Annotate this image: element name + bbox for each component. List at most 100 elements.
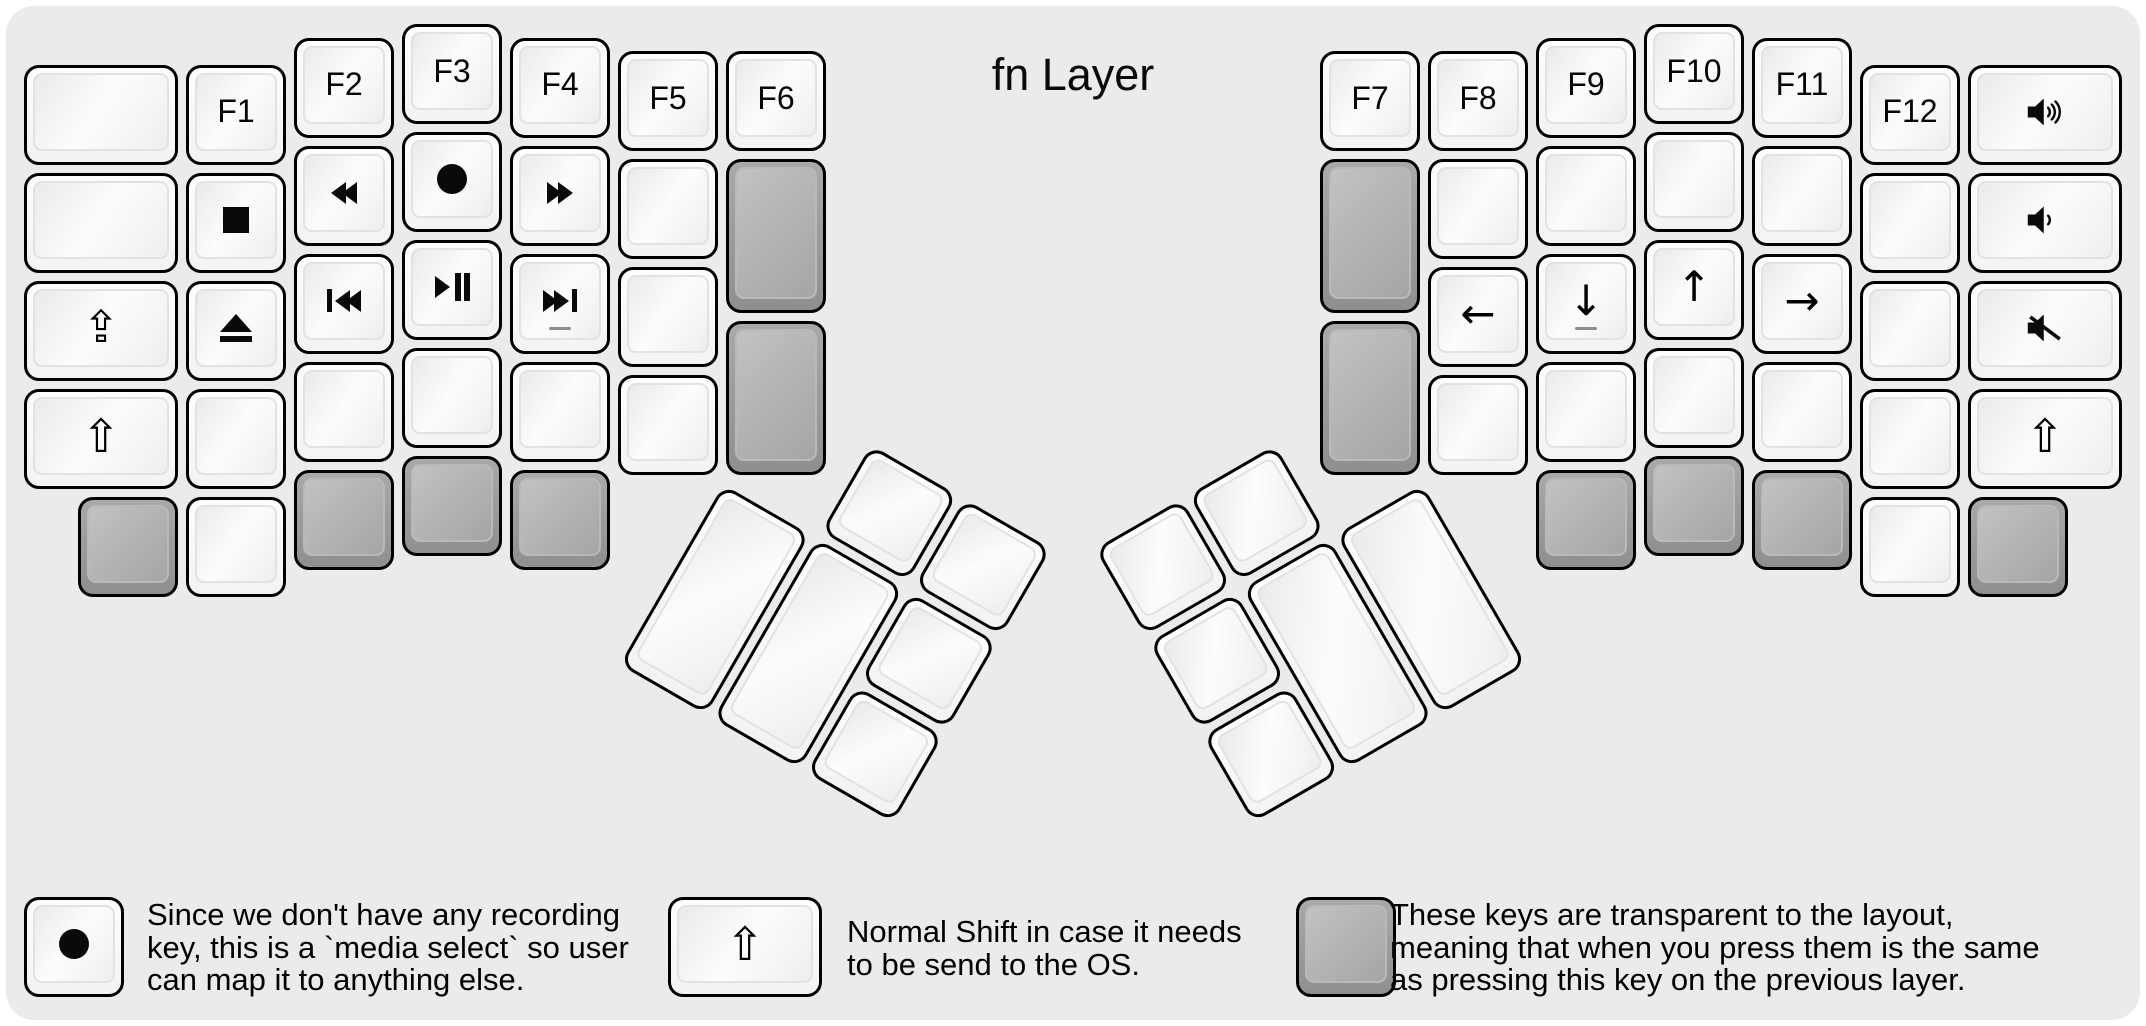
keycap-surface: → [1761, 261, 1843, 340]
keycap-surface: ⇪ [33, 288, 169, 367]
keycap-surface [195, 504, 277, 583]
keycap-surface [627, 167, 709, 245]
key-blank-13 [1536, 145, 1636, 246]
key-f3: F3 [402, 24, 502, 124]
keycap-surface: F7 [1329, 59, 1411, 137]
keycap-surface: F5 [627, 59, 709, 137]
keycap-surface [1545, 153, 1627, 232]
key-label: F10 [1666, 52, 1722, 89]
homing-bar [549, 326, 571, 330]
key-f5: F5 [618, 51, 718, 151]
key-blank-6 [510, 361, 610, 462]
key-f12: F12 [1860, 64, 1960, 165]
key-blank-1 [24, 64, 178, 165]
key-shift-left: ⇧ [24, 388, 178, 489]
shift-icon: ⇧ [725, 917, 765, 971]
keycap-surface [195, 288, 277, 367]
keycap-surface [87, 504, 169, 583]
keycap-surface [1305, 905, 1387, 983]
key-arrow-up: ↑ [1644, 240, 1744, 340]
keycap-surface [411, 140, 493, 218]
keycap-surface: F12 [1869, 72, 1951, 151]
key-transparent-9 [1536, 469, 1636, 570]
keycap-surface [519, 153, 601, 232]
next-track-icon [543, 289, 577, 312]
key-blank-16 [1644, 348, 1744, 448]
keycap-surface: F8 [1437, 59, 1519, 137]
key-label: F7 [1351, 79, 1389, 116]
keycap-surface [1869, 396, 1951, 475]
eject-icon [220, 313, 252, 342]
key-arrow-left: ← [1428, 267, 1528, 367]
key-blank-22 [1860, 496, 1960, 597]
key-label: F1 [217, 93, 255, 129]
keycap-surface [1977, 288, 2113, 367]
key-label: F12 [1882, 93, 1938, 129]
keycap-surface [1977, 72, 2113, 151]
key-stop [186, 172, 286, 273]
key-next-track [510, 253, 610, 354]
key-blank-18 [1752, 361, 1852, 462]
keycap-surface: F6 [735, 59, 817, 137]
key-f9: F9 [1536, 37, 1636, 138]
key-volume-down [1968, 172, 2122, 273]
key-transparent-12 [1968, 496, 2068, 597]
keycap-surface [1977, 504, 2059, 583]
key-legend-shift: ⇧ [668, 897, 822, 997]
key-volume-up [1968, 64, 2122, 165]
keycap-surface [195, 396, 277, 475]
key-f6: F6 [726, 51, 826, 151]
keycap-surface [627, 275, 709, 353]
key-label: F11 [1775, 66, 1829, 102]
keycap-surface [627, 383, 709, 461]
keycap-surface [1437, 167, 1519, 245]
keycap-surface [33, 180, 169, 259]
key-label: F8 [1459, 79, 1497, 116]
keycap-surface [1653, 356, 1735, 434]
key-blank-9 [618, 375, 718, 475]
legend-line: Since we don't have any recording [147, 897, 620, 932]
key-blank-7 [618, 159, 718, 259]
volume-down-icon [2024, 204, 2066, 236]
key-blank-2 [24, 172, 178, 273]
key-caps-lock: ⇪ [24, 280, 178, 381]
keycap-surface [303, 477, 385, 556]
keycap-surface [1869, 288, 1951, 367]
key-label: F5 [649, 79, 687, 116]
key-media-select [402, 132, 502, 232]
key-transparent-8 [1320, 321, 1420, 475]
key-blank-8 [618, 267, 718, 367]
keycap-surface [411, 248, 493, 326]
keycap-surface [303, 369, 385, 448]
caps-lock-icon: ⇪ [82, 301, 120, 353]
keycap-surface [735, 167, 817, 299]
key-f11: F11 [1752, 37, 1852, 138]
keycap-surface [303, 153, 385, 232]
keycap-surface: F11 [1761, 45, 1843, 124]
key-transparent-10 [1644, 456, 1744, 556]
keycap-surface [735, 329, 817, 461]
keycap-surface: F3 [411, 32, 493, 110]
key-transparent-1 [726, 159, 826, 313]
keycap-surface: ↑ [1653, 248, 1735, 326]
keycap-surface [33, 905, 115, 983]
keycap-surface [303, 261, 385, 340]
keycap-surface [1329, 329, 1411, 461]
key-legend-media-select [24, 897, 124, 997]
key-label: F2 [325, 66, 363, 102]
key-label: F9 [1567, 66, 1605, 102]
key-transparent-2 [726, 321, 826, 475]
key-blank-5 [402, 348, 502, 448]
volume-up-icon [2024, 96, 2066, 128]
key-arrow-down: ↓ [1536, 253, 1636, 354]
key-f7: F7 [1320, 51, 1420, 151]
key-label: F3 [433, 52, 471, 89]
shift-icon: ⇧ [81, 408, 121, 463]
keycap-surface: ↓ [1545, 261, 1627, 340]
key-arrow-right: → [1752, 253, 1852, 354]
keycap-surface [1545, 369, 1627, 448]
key-blank-11 [1428, 159, 1528, 259]
legend-line: as pressing this key on the previous lay… [1390, 962, 1966, 997]
